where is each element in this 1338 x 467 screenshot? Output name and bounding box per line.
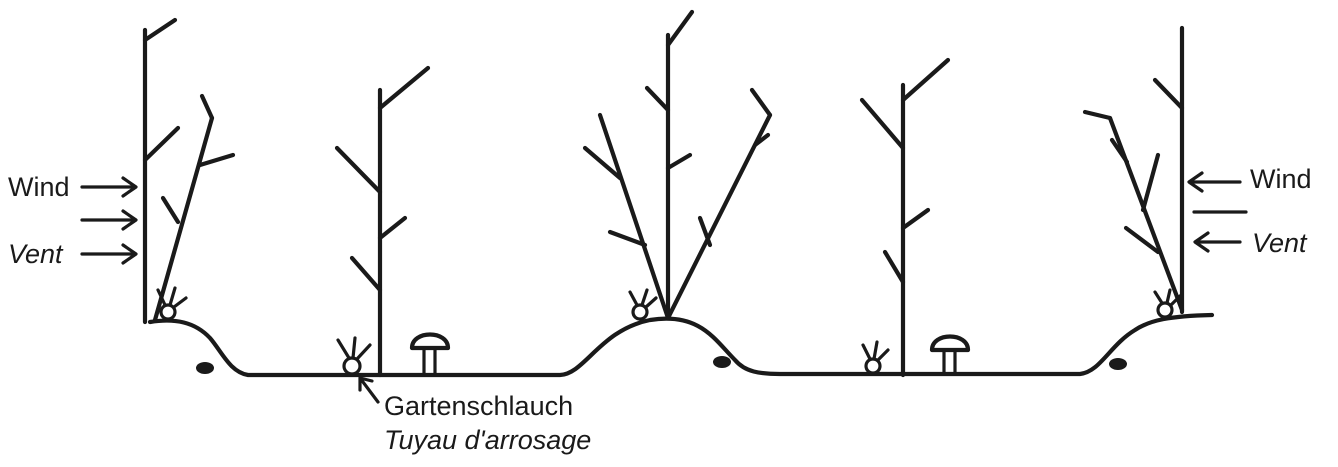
- wind-label-left: Wind: [8, 172, 70, 202]
- tree-3: [582, 9, 773, 321]
- hose-label-french: Tuyau d'arrosage: [384, 425, 592, 455]
- vent-label-right: Vent: [1252, 228, 1307, 258]
- hose-label-german: Gartenschlauch: [384, 391, 574, 421]
- hose-section-1: [156, 286, 188, 321]
- wind-arrows-left: [80, 176, 138, 265]
- hose-section-4: [861, 340, 890, 375]
- buried-stone: [1109, 358, 1127, 370]
- buried-stone: [713, 356, 731, 368]
- hose-section-2: [336, 336, 372, 376]
- vent-label-left: Vent: [8, 239, 63, 269]
- tree-4: [859, 57, 951, 378]
- hose-section-3: [628, 288, 658, 321]
- buried-stone: [196, 362, 214, 374]
- wind-label-right: Wind: [1250, 164, 1312, 194]
- mushroom-icon: [929, 334, 971, 375]
- tree-1: [142, 17, 236, 325]
- hose-label-pointer: [358, 376, 380, 404]
- tree-5: [1082, 25, 1185, 315]
- tree-2: [334, 65, 431, 378]
- wind-arrows-right: [1187, 171, 1248, 253]
- hose-section-5: [1153, 288, 1182, 319]
- ground-profile: [147, 312, 1215, 378]
- mushroom-icon: [409, 332, 451, 375]
